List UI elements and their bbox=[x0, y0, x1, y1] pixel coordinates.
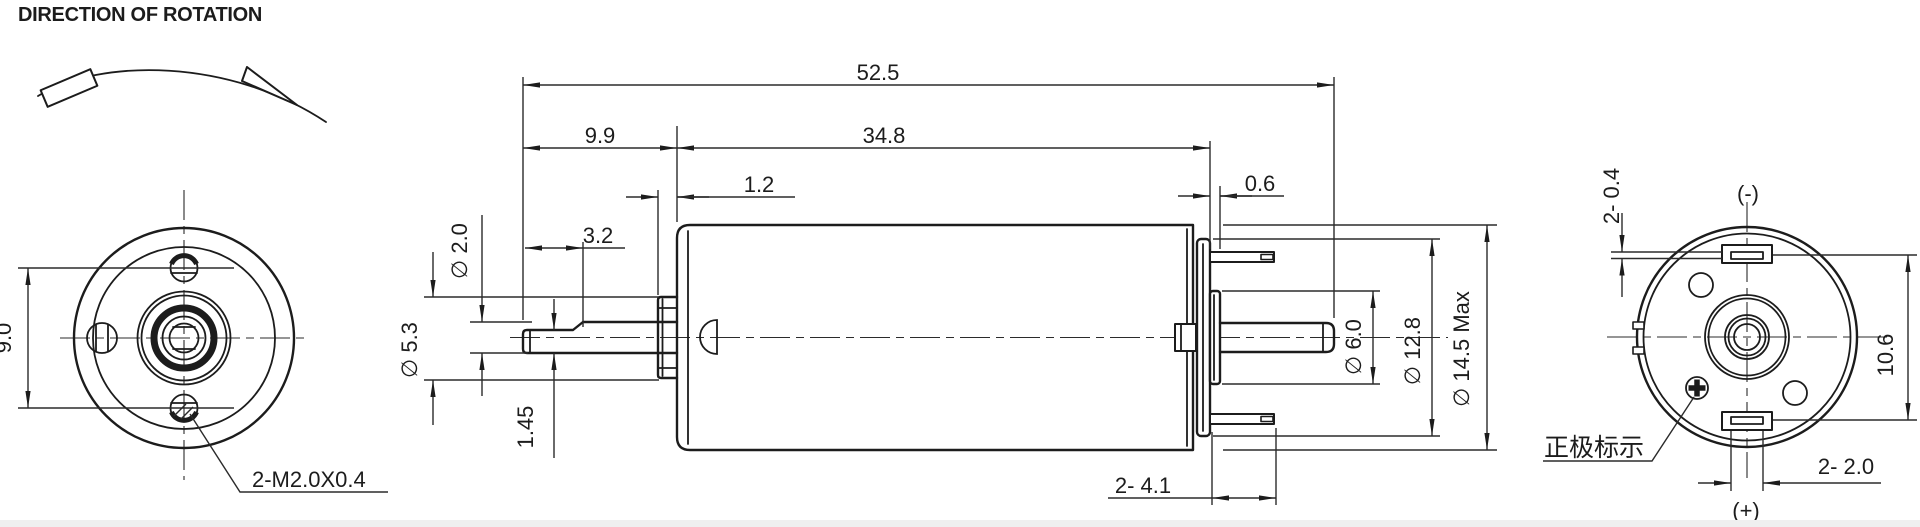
dim-terminal-thickness: 2- 0.4 bbox=[1599, 168, 1624, 224]
terminal-pin-bottom bbox=[1209, 413, 1275, 425]
terminal-pin-top bbox=[1209, 251, 1275, 263]
rotation-brush-block bbox=[39, 68, 99, 108]
dim-cap-offset: 0.6 bbox=[1245, 171, 1276, 196]
rear-hub bbox=[1208, 289, 1222, 386]
front-boss bbox=[656, 295, 679, 380]
rear-view: 2- 0.4 10.6 2- 2.0 (-) (+) 正极标示 bbox=[1543, 168, 1917, 523]
dim-total-length: 52.5 bbox=[857, 60, 900, 85]
bearing-bore bbox=[161, 315, 207, 361]
dim-body-dia-max: ∅ 14.5 Max bbox=[1449, 291, 1474, 407]
drawing-title: DIRECTION OF ROTATION bbox=[18, 4, 262, 26]
rear-hub-circle bbox=[1704, 294, 1790, 380]
dim-front-section: 9.9 bbox=[585, 123, 616, 148]
page-bottom-strip bbox=[0, 520, 1920, 527]
shaft-bore bbox=[168, 322, 200, 354]
dim-terminal-width: 2- 2.0 bbox=[1818, 454, 1874, 479]
dim-boss-offset: 1.2 bbox=[744, 172, 775, 197]
vent-hole-front bbox=[86, 322, 118, 354]
front-view: 9.0 2-M2.0X0.4 bbox=[0, 190, 388, 493]
rear-inner-circle bbox=[1642, 232, 1852, 442]
front-outer-circle bbox=[72, 226, 296, 450]
hub-ring-inner bbox=[140, 294, 228, 382]
dim-endcap-dia: ∅ 12.8 bbox=[1400, 317, 1425, 385]
dim-flat-length: 3.2 bbox=[583, 223, 614, 248]
dim-terminal-pin-length: 2- 4.1 bbox=[1115, 473, 1171, 498]
screw-spec-leader bbox=[189, 413, 388, 493]
rear-shaft bbox=[1218, 321, 1336, 354]
dim-rear-hub-dia: ∅ 6.0 bbox=[1341, 319, 1366, 375]
side-view: 52.5 9.9 34.8 1.2 3.2 0.6 2- 4.1 ∅ 2.0 ∅… bbox=[397, 60, 1497, 505]
hub-ring-outer bbox=[136, 290, 232, 386]
bearing-ring bbox=[150, 304, 218, 372]
rotation-arrowhead-icon bbox=[241, 66, 298, 106]
dim-shaft-dia: ∅ 2.0 bbox=[447, 223, 472, 279]
dim-bolt-spacing: 9.0 bbox=[0, 323, 16, 354]
internal-shaft-end bbox=[699, 319, 718, 355]
polarity-leader bbox=[1543, 396, 1695, 462]
dim-terminal-span: 10.6 bbox=[1873, 334, 1898, 377]
rotation-symbol: DIRECTION OF ROTATION bbox=[18, 4, 327, 123]
dim-boss-dia: ∅ 5.3 bbox=[397, 322, 422, 378]
motor-body bbox=[675, 223, 1195, 452]
rear-bearing-seat bbox=[1174, 323, 1197, 352]
rear-shaft-circle bbox=[1724, 314, 1770, 360]
vent-hole-rear-2 bbox=[1782, 380, 1808, 406]
rear-outer-circle bbox=[1635, 225, 1859, 449]
polarity-note: 正极标示 bbox=[1544, 434, 1644, 462]
vent-hole-rear-1 bbox=[1688, 272, 1714, 298]
dim-flat-depth: 1.45 bbox=[513, 406, 538, 449]
front-flange-circle bbox=[92, 246, 276, 430]
polarity-screw-icon bbox=[1685, 376, 1709, 400]
screw-spec-label: 2-M2.0X0.4 bbox=[252, 467, 366, 492]
dim-body-length: 34.8 bbox=[863, 123, 906, 148]
positive-terminal-label: (+) bbox=[1732, 498, 1760, 523]
negative-terminal-label: (-) bbox=[1737, 181, 1759, 206]
